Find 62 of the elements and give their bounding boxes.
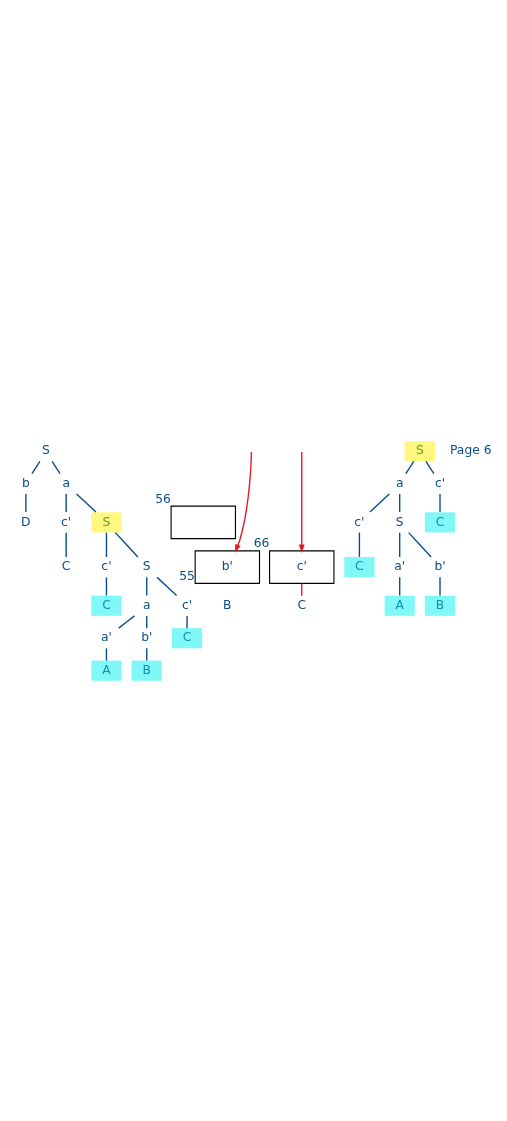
connector [105,531,108,558]
connector [186,614,188,629]
connector [25,492,27,513]
node-label: 56 [155,491,171,506]
node-box: A [91,660,122,681]
node-text: b' [434,558,446,573]
arrow [234,450,253,553]
node-text: C [61,558,71,573]
node-text: S [142,558,151,573]
connector [51,460,61,474]
connector [425,460,435,474]
node-box: S [404,440,435,461]
connector [399,492,401,513]
connector [405,460,415,474]
connector [31,460,41,474]
node-box: C [344,556,375,577]
connector [146,576,148,596]
node-text: S [395,514,404,529]
connector [65,492,67,513]
node-box: S [91,511,122,532]
node-text: a [142,597,151,612]
node-box: C [91,595,122,616]
node-box: B [131,660,162,681]
node-text: b [21,475,30,490]
node-text: a [395,475,404,490]
node-text: a' [394,558,406,573]
node-label: 55 [179,568,195,583]
node-text: c' [434,475,446,490]
node-box: B [424,595,456,616]
node-text: c' [61,514,72,529]
connector [439,492,441,513]
node-text: c' [101,558,112,573]
connector [105,576,108,596]
connector [399,576,401,596]
node-box: A [384,595,415,616]
connector [114,531,139,558]
label: B [223,597,232,612]
connector [399,531,401,558]
node-text: S [42,442,50,457]
node-text: C [297,597,307,612]
node-box [170,505,236,539]
connector [75,492,97,513]
connector [65,531,67,558]
node-text: c' [354,514,365,529]
node-text: a [62,475,70,490]
node-text: b' [141,629,153,644]
node-text: c' [181,597,193,612]
connector [156,576,178,596]
connector [369,492,391,513]
node-text: a' [101,629,112,644]
node-text: D [21,514,31,529]
label: Page 6 [450,442,492,457]
connector [118,614,136,629]
node-box: c' [269,549,335,584]
connector [407,531,432,558]
node-box: C [171,627,203,648]
connector [358,531,361,558]
connector [439,576,441,596]
node-label: 66 [253,535,270,550]
arrow [298,450,305,553]
node-box: C [424,511,456,532]
node-box: b' [194,549,261,584]
